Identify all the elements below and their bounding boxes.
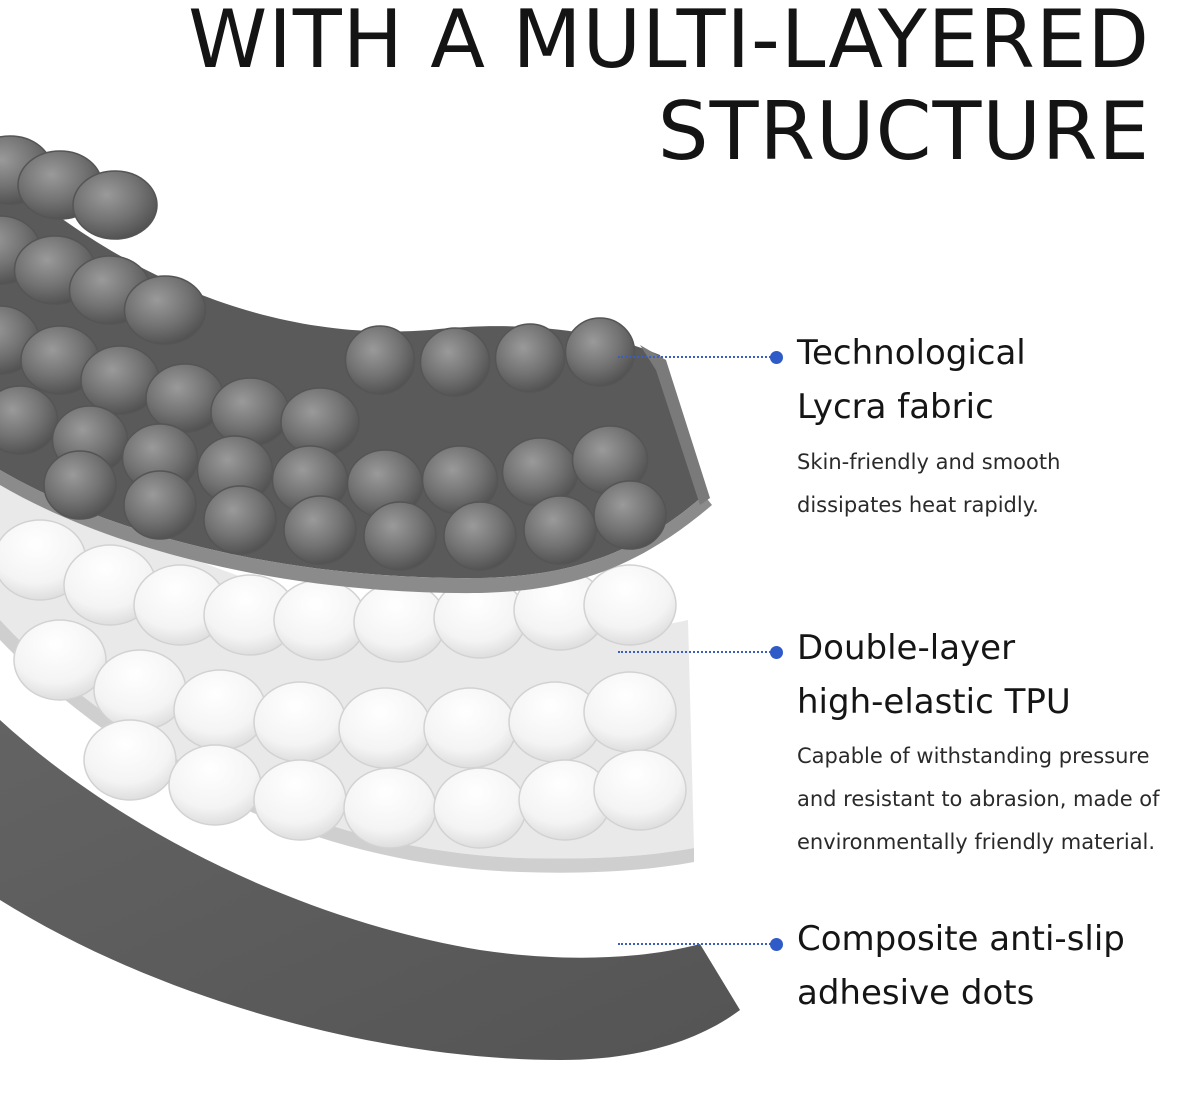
cushion-bubble [13, 619, 107, 701]
cushion-bubble [363, 501, 437, 571]
cushion-bubble [583, 671, 677, 753]
callout-description-line: Skin-friendly and smooth [797, 450, 1061, 474]
callout-description: Skin-friendly and smooth dissipates heat… [797, 441, 1060, 527]
cushion-bubble [593, 749, 687, 831]
cushion-bubble [343, 767, 437, 849]
callout-title-line: Composite anti-slip [797, 919, 1125, 959]
callout-description-line: environmentally friendly material. [797, 830, 1156, 854]
headline-line-1: WITH A MULTI-LAYERED [188, 0, 1150, 86]
cushion-bubble [564, 317, 636, 387]
callout-description-line: and resistant to abrasion, made of [797, 787, 1160, 811]
callout-description: Capable of withstanding pressure and res… [797, 735, 1160, 864]
headline: WITH A MULTI-LAYERED STRUCTURE [188, 0, 1150, 178]
cushion-bubble [344, 325, 416, 395]
headline-line-2: STRUCTURE [657, 85, 1150, 178]
cushion-bubble [93, 649, 187, 731]
cushion-bubble [210, 377, 290, 447]
callout-title-line: Lycra fabric [797, 387, 994, 427]
cushion-bubble [253, 759, 347, 841]
leader-line [618, 943, 775, 945]
callout-description-line: dissipates heat rapidly. [797, 493, 1039, 517]
cushion-bubble [433, 767, 527, 849]
cushion-bubble [283, 495, 357, 565]
anti-slip-base-layer [0, 720, 740, 1060]
callout-title-line: adhesive dots [797, 973, 1035, 1013]
cushion-bubble [203, 485, 277, 555]
cushion-bubble [273, 579, 367, 661]
cushion-bubble [168, 744, 262, 826]
cushion-bubble [443, 501, 517, 571]
cushion-bubble [0, 385, 59, 455]
callout-title: Technological Lycra fabric [797, 326, 1026, 434]
callout-title: Composite anti-slip adhesive dots [797, 912, 1125, 1020]
callout-dot [770, 938, 783, 951]
cushion-bubble [72, 170, 158, 240]
cushion-bubble [423, 687, 517, 769]
cushion-bubble [83, 719, 177, 801]
cushion-bubble [43, 450, 117, 520]
cushion-bubble [280, 387, 360, 457]
callout-description-line: Capable of withstanding pressure [797, 744, 1150, 768]
cushion-bubble [123, 470, 197, 540]
cushion-bubble [123, 275, 207, 345]
tpu-layer [0, 450, 694, 873]
leader-line [618, 651, 775, 653]
cushion-bubble [253, 681, 347, 763]
cushion-bubble [419, 327, 491, 397]
cushion-layers-illustration [0, 135, 740, 1060]
cushion-bubble [353, 581, 447, 663]
cushion-bubble [494, 323, 566, 393]
cushion-bubble [523, 495, 597, 565]
callout-dot [770, 646, 783, 659]
lycra-fabric-layer [0, 135, 712, 594]
callout-title-line: Technological [797, 333, 1026, 373]
callout-dot [770, 351, 783, 364]
callout-title: Double-layer high-elastic TPU [797, 621, 1071, 729]
callout-title-line: Double-layer [797, 628, 1016, 668]
cushion-bubble [173, 669, 267, 751]
cushion-bubble [593, 480, 667, 550]
cushion-bubble [583, 564, 677, 646]
cushion-bubble [338, 687, 432, 769]
leader-line [618, 356, 775, 358]
callout-title-line: high-elastic TPU [797, 682, 1071, 722]
